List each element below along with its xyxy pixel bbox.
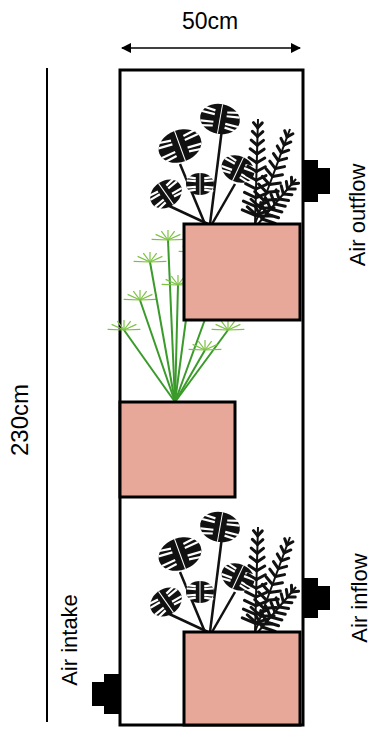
plant-stem: [124, 330, 175, 402]
plant-stem: [175, 350, 205, 402]
plant-stem: [258, 587, 296, 632]
plant-stem: [212, 592, 235, 632]
monstera-leaf: [198, 509, 243, 545]
monstera-leaf: [186, 581, 214, 603]
monstera-leaf: [198, 101, 243, 137]
fan-intake: [92, 674, 120, 714]
plant-stem: [255, 129, 290, 224]
fan-inflow: [302, 578, 330, 618]
width-dimension: [122, 47, 300, 49]
plant-pot: [184, 224, 300, 320]
monstera-leaf: [217, 558, 259, 596]
plant-stem: [165, 612, 208, 632]
airflow-label: Air intake: [59, 594, 81, 686]
dimension-label: 230cm: [8, 384, 32, 456]
plant-stem: [165, 204, 208, 224]
plant-pot: [120, 402, 235, 497]
monstera-leaf: [217, 150, 259, 188]
airflow-label: Air inflow: [349, 553, 371, 642]
plant-stem: [168, 240, 175, 402]
plant-stem: [258, 179, 296, 224]
airflow-label: Air outflow: [347, 164, 369, 267]
plant-stem: [140, 300, 175, 402]
plant-pot: [184, 632, 300, 725]
monstera-leaf: [154, 123, 206, 168]
monstera-leaf: [145, 582, 188, 623]
monstera-leaf: [186, 173, 214, 195]
monstera-leaf: [145, 174, 188, 215]
plant-stem: [212, 184, 235, 224]
planter-frame: [120, 70, 303, 725]
monstera-leaf: [154, 531, 206, 576]
dimension-label: 50cm: [182, 10, 238, 33]
plant-stem: [255, 537, 290, 632]
height-dimension: [46, 68, 48, 722]
plant-stem: [175, 330, 228, 402]
fan-outflow: [302, 160, 330, 202]
